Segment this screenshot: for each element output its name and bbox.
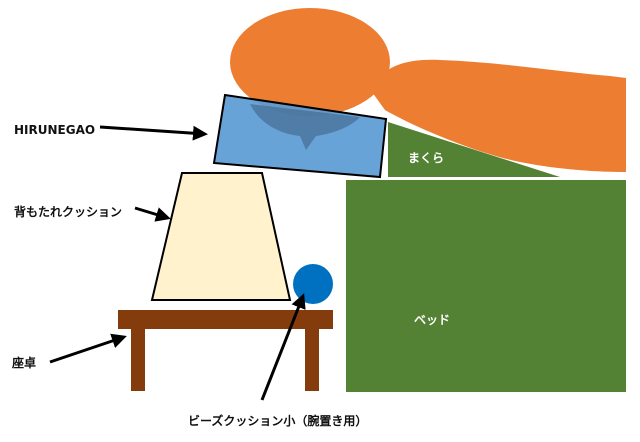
face-opening <box>250 104 360 150</box>
bed-label: ベッド <box>414 313 450 327</box>
table-top <box>118 310 333 329</box>
bead-cushion <box>293 264 333 304</box>
arrow-table <box>49 333 127 364</box>
label-backrest-cushion: 背もたれクッション <box>14 204 122 219</box>
pillow-label: まくら <box>408 151 444 165</box>
bed <box>346 180 626 392</box>
backrest-cushion <box>150 172 292 301</box>
arrow-backrest <box>134 206 171 222</box>
label-low-table: 座卓 <box>11 355 36 370</box>
arrow-bead <box>260 293 306 401</box>
label-hirunegao: HIRUNEGAO <box>14 123 95 137</box>
person-head <box>230 8 390 116</box>
person-body <box>372 59 626 172</box>
table-leg-left <box>131 329 145 391</box>
arrow-hirunegao <box>99 125 208 141</box>
pillow <box>388 122 560 177</box>
label-bead-cushion: ビーズクッション小（腕置き用） <box>188 413 367 428</box>
table-leg-right <box>305 329 319 391</box>
